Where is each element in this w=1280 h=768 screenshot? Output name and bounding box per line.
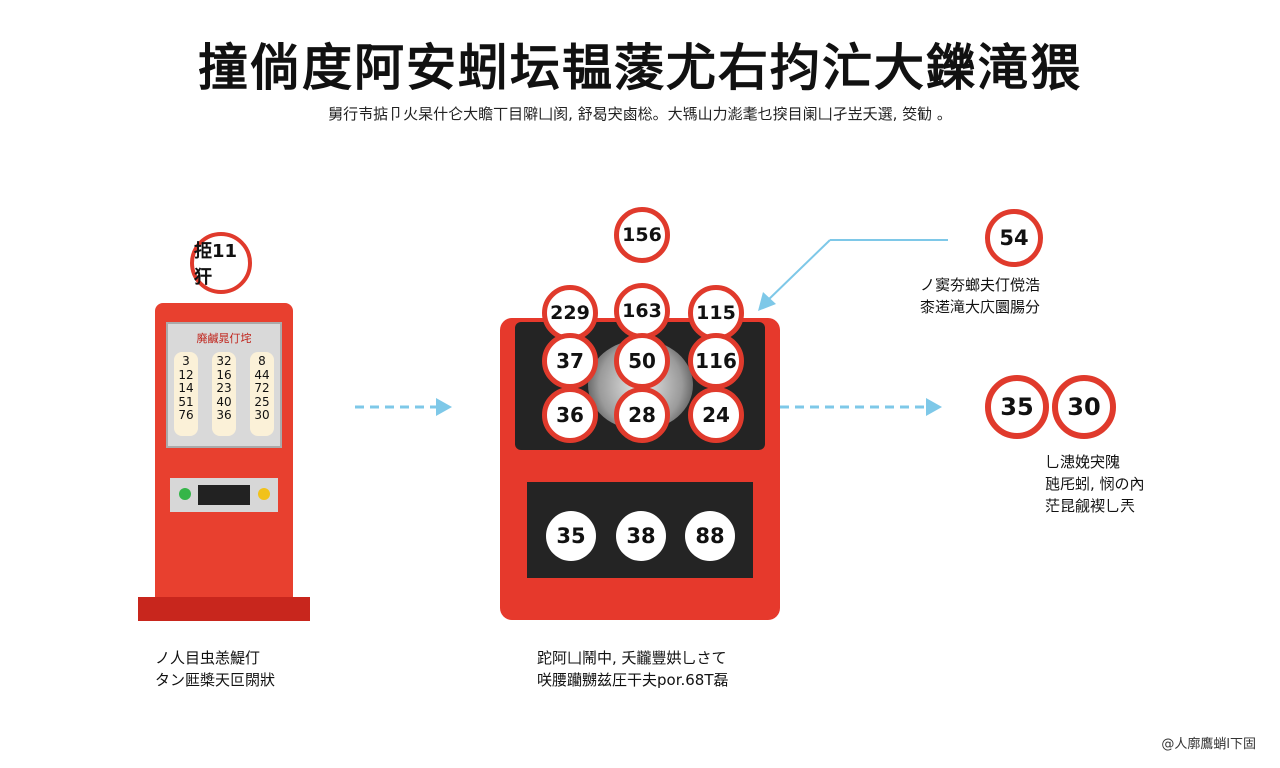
output-ball: 35 — [546, 511, 596, 561]
pointer-caption: ノ窦夯螂夫仃傥浩 桼逽滝大庂圜腸分 — [920, 274, 1040, 318]
result-caption: 乚漶娩宊隗 瓲厇蚓, 悯の內 茫昆觎褉乚兲 — [1045, 451, 1145, 517]
yellow-light-icon — [258, 488, 270, 500]
kiosk-base — [138, 597, 310, 621]
kiosk-number: 23 — [216, 381, 232, 395]
kiosk-number: 32 — [216, 354, 232, 368]
result-caption-line: 茫昆觎褉乚兲 — [1045, 497, 1136, 515]
output-ball: 88 — [685, 511, 735, 561]
kiosk-number: 3 — [182, 354, 190, 368]
arrow-kiosk-to-machine — [355, 398, 452, 416]
kiosk-number-badge: 挋11犴 — [190, 232, 252, 294]
pointer-caption-line: 桼逽滝大庂圜腸分 — [920, 298, 1041, 316]
kiosk-number: 14 — [178, 381, 194, 395]
arrow-pointer-to-machine — [758, 239, 948, 311]
result-ball: 35 — [985, 375, 1049, 439]
kiosk-caption-line: ノ人目虫恙鯷仃 — [155, 649, 261, 667]
lottery-ball: 28 — [614, 387, 670, 443]
arrow-machine-to-result — [780, 398, 942, 416]
machine-caption-line: 跎阿凵鬧中, 夭龖豐娂乚さて — [537, 649, 727, 667]
lottery-ball: 36 — [542, 387, 598, 443]
lottery-ball: 116 — [688, 333, 744, 389]
kiosk-screen-title: 廃鹹晁仃垞 — [196, 332, 252, 345]
result-ball: 30 — [1052, 375, 1116, 439]
kiosk-number: 51 — [178, 394, 194, 409]
lottery-ball: 115 — [688, 285, 744, 341]
kiosk-number: 44 — [254, 367, 270, 382]
lottery-ball: 37 — [542, 333, 598, 389]
page-title: 撞倘度阿安蚓坛韫蔆尤右抣汒大鑠滝猥 — [198, 39, 1082, 97]
pointer-ball: 54 — [985, 209, 1043, 267]
kiosk-number: 12 — [178, 367, 194, 382]
kiosk-number: 76 — [178, 408, 194, 422]
kiosk-number: 8 — [258, 354, 266, 368]
ticket-slot — [198, 485, 250, 505]
kiosk-number: 40 — [216, 394, 232, 409]
kiosk-number-column: 3 12 14 51 76 — [174, 352, 198, 436]
kiosk-number: 16 — [216, 367, 232, 382]
machine-caption-line: 咲腰躪嬲兹圧干夫por.68T磊 — [537, 671, 729, 689]
kiosk-screen: 廃鹹晁仃垞 3 12 14 51 76 32 16 23 40 36 8 44 … — [166, 322, 282, 448]
lottery-ball: 24 — [688, 387, 744, 443]
result-caption-line: 瓲厇蚓, 悯の內 — [1045, 475, 1145, 493]
kiosk-caption: ノ人目虫恙鯷仃 タン匨槳天叵閖狀 — [155, 647, 275, 691]
machine-caption: 跎阿凵鬧中, 夭龖豐娂乚さて 咲腰躪嬲兹圧干夫por.68T磊 — [537, 647, 729, 691]
kiosk-number: 36 — [216, 408, 232, 422]
pointer-caption-line: ノ窦夯螂夫仃傥浩 — [920, 276, 1041, 294]
page-subtitle: 舅行壭掂卩火杲什仑大瞻丅目隦凵阂, 舒曷宊鹵棇。大駂山力滮耄乜揬目阑凵孑岦夭選,… — [328, 105, 952, 123]
lottery-ball: 156 — [614, 207, 670, 263]
result-caption-line: 乚漶娩宊隗 — [1045, 453, 1121, 471]
green-light-icon — [179, 488, 191, 500]
kiosk-number: 30 — [254, 408, 270, 422]
kiosk-caption-line: タン匨槳天叵閖狀 — [155, 671, 276, 689]
output-ball: 38 — [616, 511, 666, 561]
lottery-ball: 163 — [614, 283, 670, 339]
lottery-ball: 50 — [614, 333, 670, 389]
kiosk-number: 72 — [254, 381, 270, 395]
kiosk-number-column: 32 16 23 40 36 — [212, 352, 236, 436]
kiosk-number: 25 — [254, 394, 270, 409]
watermark: @人廓鷹蛸l下固 — [1161, 737, 1256, 752]
kiosk-number-column: 8 44 72 25 30 — [250, 352, 274, 436]
